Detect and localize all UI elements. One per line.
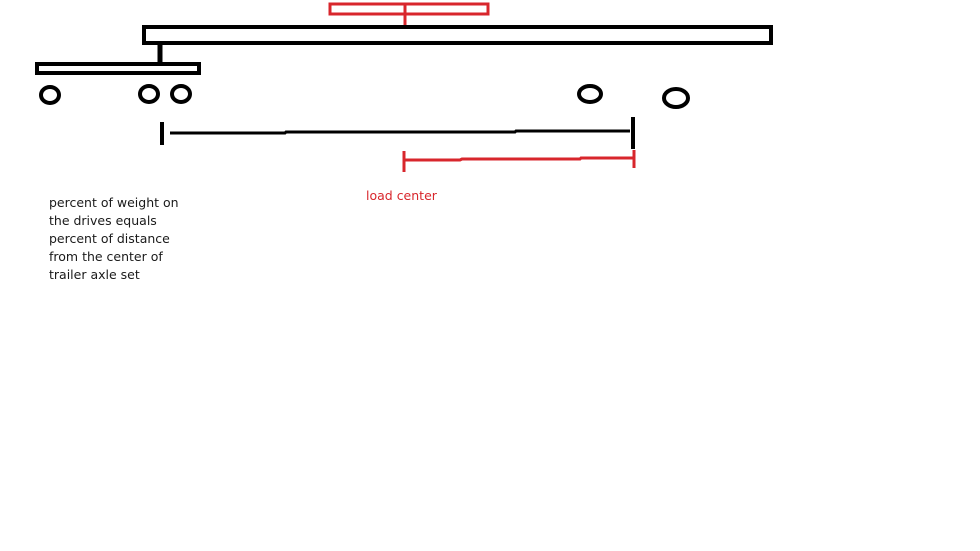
drive-wheel-rear — [170, 84, 192, 104]
trailer-wheel-front — [577, 84, 603, 104]
note-line: from the center of — [49, 249, 163, 264]
note-line: trailer axle set — [49, 267, 140, 282]
note-line: percent of distance — [49, 231, 170, 246]
note-line: the drives equals — [49, 213, 157, 228]
tractor-frame — [35, 62, 201, 75]
load-center-label: load center — [366, 188, 437, 203]
drive-wheel-front — [138, 84, 160, 104]
load-center-line — [404, 156, 634, 162]
trailer-deck — [142, 25, 773, 45]
note-line: percent of weight on — [49, 195, 179, 210]
weight-distribution-note: percent of weight on the drives equals p… — [49, 194, 209, 284]
load-box — [328, 2, 490, 16]
steer-wheel — [39, 85, 61, 105]
trailer-wheel-rear — [662, 87, 690, 109]
distance-line — [170, 129, 630, 135]
